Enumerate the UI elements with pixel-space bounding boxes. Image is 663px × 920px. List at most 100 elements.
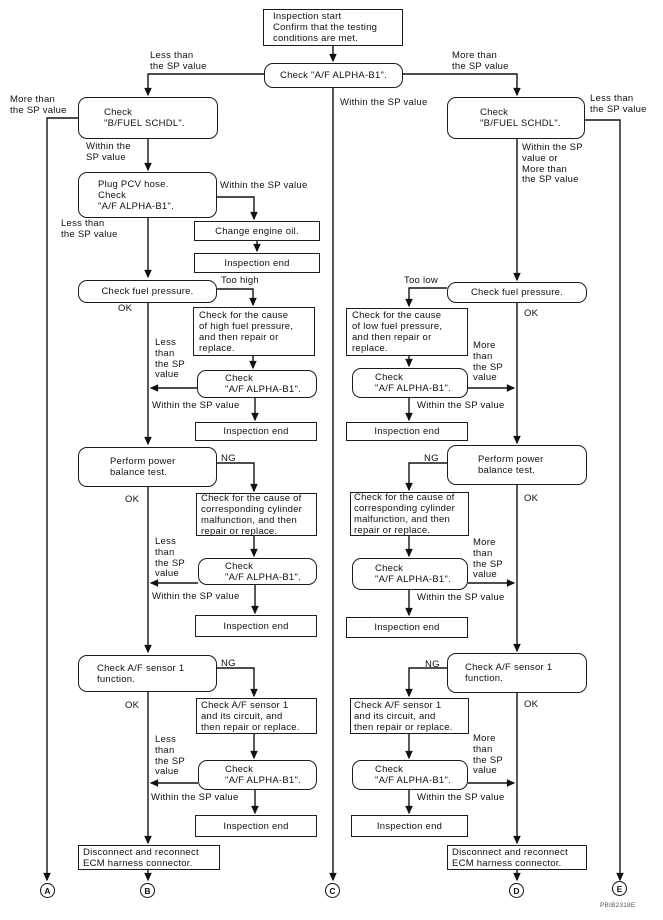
node-check-af-alpha-left-3: Check "A/F ALPHA-B1". (198, 760, 317, 790)
text-line: Check A/F sensor 1 (465, 662, 553, 673)
text-line: corresponding cylinder (354, 503, 456, 514)
text-line: the SP value (452, 60, 509, 72)
text-line: value (155, 369, 179, 381)
node-check-af-sensor-left: Check A/F sensor 1 function. (78, 655, 217, 692)
label-ok-left-3: OK (125, 700, 140, 712)
label-ok-left-1: OK (118, 303, 133, 315)
text-line: OK (524, 699, 539, 710)
node-check-af-alpha-top: Check "A/F ALPHA-B1". (264, 63, 403, 88)
text-line: the SP (155, 755, 186, 767)
text-line: repair or replace. (201, 525, 278, 537)
node-cause-cylinder-left: Check for the cause of corresponding cyl… (196, 492, 317, 537)
text-line: Change engine oil. (215, 225, 299, 237)
node-check-af-alpha-left-1: Check "A/F ALPHA-B1". (197, 370, 317, 398)
text-line: Within the SP value (152, 400, 240, 411)
terminal-letter: E (616, 883, 623, 894)
text-line: Check for the cause of (201, 492, 302, 504)
text-line: Inspection end (223, 820, 289, 832)
node-check-af-alpha-left-2: Check "A/F ALPHA-B1". (198, 558, 317, 585)
text-line: then repair or replace. (354, 721, 453, 733)
text-line: then repair or replace. (201, 721, 300, 733)
label-ok-right-2: OK (524, 493, 539, 505)
node-plug-pcv-hose: Plug PCV hose. Check "A/F ALPHA-B1". (78, 172, 217, 218)
node-check-af-sensor-right: Check A/F sensor 1 function. (447, 653, 587, 693)
text-line: NG (221, 453, 236, 464)
label-more-than-sp-top: More than the SP value (452, 50, 509, 73)
label-within-sp-right-1: Within the SP value (417, 400, 505, 412)
text-line: Check fuel pressure. (101, 286, 194, 297)
label-less-than-stack-left-2: Less than the SP value (155, 536, 186, 580)
text-line: than (473, 350, 493, 362)
text-line: the SP (473, 558, 504, 570)
text-line: than (473, 743, 493, 755)
terminal-letter: A (44, 885, 51, 896)
text-line: NG (424, 453, 439, 464)
node-fix-af-sensor-left: Check A/F sensor 1 and its circuit, and … (196, 698, 317, 734)
text-line: value (473, 765, 497, 777)
text-line: than (155, 546, 175, 558)
text-line: Check "A/F ALPHA-B1". (279, 70, 388, 81)
text-line: Disconnect and reconnect (452, 846, 568, 858)
watermark-code: PBIB2318E (600, 902, 636, 909)
label-too-low: Too low (404, 275, 438, 287)
text-line: OK (524, 493, 539, 504)
text-line: OK (125, 700, 140, 711)
text-line: Less (155, 536, 177, 547)
text-line: Check A/F sensor 1 (201, 699, 289, 711)
node-power-balance-right: Perform power balance test. (447, 445, 587, 485)
label-within-sp-left-1: Within the SP value (152, 400, 240, 412)
text-line: Check (480, 107, 509, 118)
text-line: the SP (155, 557, 186, 569)
text-line: Check for the cause (199, 309, 289, 321)
label-ok-right-1: OK (524, 308, 538, 320)
text-line: balance test. (110, 467, 168, 478)
node-check-af-alpha-right-3: Check "A/F ALPHA-B1". (352, 760, 468, 790)
text-line: Perform power (110, 456, 176, 467)
node-check-fuel-pressure-left: Check fuel pressure. (78, 280, 217, 303)
text-line: corresponding cylinder (201, 503, 303, 515)
label-less-than-sp-outer-right: Less than the SP value (590, 93, 647, 116)
text-line: Within the SP value (220, 180, 308, 191)
text-line: Check fuel pressure. (470, 287, 564, 298)
text-line: than (155, 347, 175, 359)
text-line: OK (118, 303, 133, 314)
node-check-bfuel-right: Check "B/FUEL SCHDL". (447, 97, 585, 139)
label-within-sp-right-2: Within the SP value (417, 592, 504, 604)
text-line: ECM harness connector. (452, 857, 562, 869)
label-less-than-sp-top: Less than the SP value (150, 50, 207, 73)
text-line: value (473, 569, 497, 581)
text-line: Within the SP value (340, 97, 428, 108)
node-inspection-end-left-2: Inspection end (195, 615, 317, 637)
text-line: More than (452, 50, 498, 61)
text-line: Within the SP value (417, 400, 505, 411)
text-line: the SP (473, 361, 504, 373)
text-line: Less (155, 734, 177, 745)
text-line: the SP value (61, 228, 118, 240)
node-cause-cylinder-right: Check for the cause of corresponding cyl… (350, 492, 469, 536)
text-line: Check (375, 372, 404, 383)
text-line: More (473, 340, 496, 351)
text-line: Inspection end (376, 820, 443, 832)
node-inspection-end-left-1: Inspection end (195, 422, 317, 441)
node-inspection-start: Inspection start Confirm that the testin… (263, 9, 403, 46)
node-inspection-end-oil: Inspection end (194, 253, 320, 273)
text-line: Within the SP value (151, 792, 239, 803)
text-line: "A/F ALPHA-B1". (225, 775, 301, 786)
text-line: Less than (590, 93, 634, 104)
terminal-a: A (40, 883, 55, 898)
node-check-fuel-pressure-right: Check fuel pressure. (447, 282, 587, 303)
text-line: "B/FUEL SCHDL". (104, 118, 185, 129)
terminal-d: D (509, 883, 524, 898)
text-line: "A/F ALPHA-B1". (375, 775, 451, 786)
node-inspection-end-right-1: Inspection end (346, 422, 468, 441)
text-line: replace. (199, 342, 235, 354)
text-line: Inspection end (374, 426, 440, 437)
text-line: Too low (404, 275, 438, 286)
text-line: Disconnect and reconnect (83, 846, 199, 858)
label-more-than-sp-outer-left: More than the SP value (10, 94, 67, 117)
node-ecm-connector-left: Disconnect and reconnect ECM harness con… (78, 845, 220, 870)
text-line: Less than (150, 50, 194, 61)
text-line: the SP (155, 358, 186, 370)
label-too-high: Too high (221, 275, 259, 287)
node-inspection-end-right-3: Inspection end (351, 815, 468, 837)
